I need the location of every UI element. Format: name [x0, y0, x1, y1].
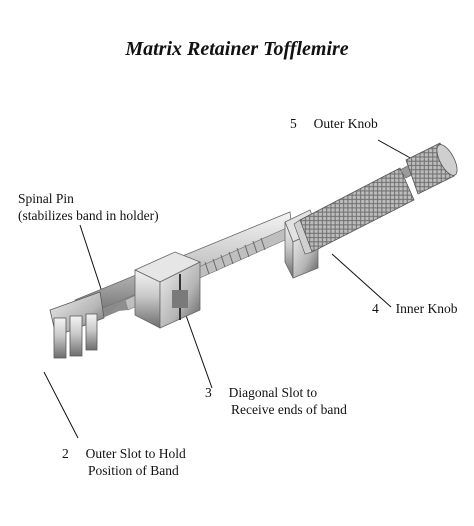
- label-diagonal-slot-line2: Receive ends of band: [231, 402, 347, 417]
- label-outer-knob-text: Outer Knob: [313, 116, 378, 131]
- label-inner-knob: 4 Inner Knob: [372, 300, 457, 317]
- outer-knob: [399, 142, 458, 195]
- diagonal-slot-vise: [134, 251, 201, 329]
- label-diagonal-slot-line1: Diagonal Slot to: [228, 385, 318, 400]
- outer-slot-head: [49, 291, 105, 359]
- label-outer-slot: 2 Outer Slot to Hold Position of Band: [62, 445, 186, 479]
- label-outer-knob-number: 5: [290, 116, 297, 131]
- label-inner-knob-number: 4: [372, 301, 379, 316]
- label-outer-slot-number: 2: [62, 446, 69, 461]
- diagram-title: Matrix Retainer Tofflemire: [125, 38, 349, 60]
- leader-outer-slot: [43, 371, 79, 439]
- label-outer-knob: 5 Outer Knob: [290, 115, 378, 132]
- inner-knob: [293, 167, 415, 255]
- leader-spinal-pin: [79, 224, 105, 299]
- label-outer-slot-line2: Position of Band: [88, 463, 179, 478]
- label-diagonal-slot: 3 Diagonal Slot to Receive ends of band: [205, 384, 347, 418]
- leader-outer-knob: [377, 139, 415, 161]
- label-spinal-pin: Spinal Pin (stabilizes band in holder): [18, 190, 159, 224]
- label-diagonal-slot-number: 3: [205, 385, 212, 400]
- leader-inner-knob: [331, 253, 392, 308]
- label-spinal-pin-line1: Spinal Pin: [18, 191, 74, 206]
- label-spinal-pin-line2: (stabilizes band in holder): [18, 208, 159, 223]
- leader-diagonal-slot: [182, 306, 213, 389]
- label-inner-knob-text: Inner Knob: [395, 301, 458, 316]
- label-outer-slot-line1: Outer Slot to Hold: [85, 446, 186, 461]
